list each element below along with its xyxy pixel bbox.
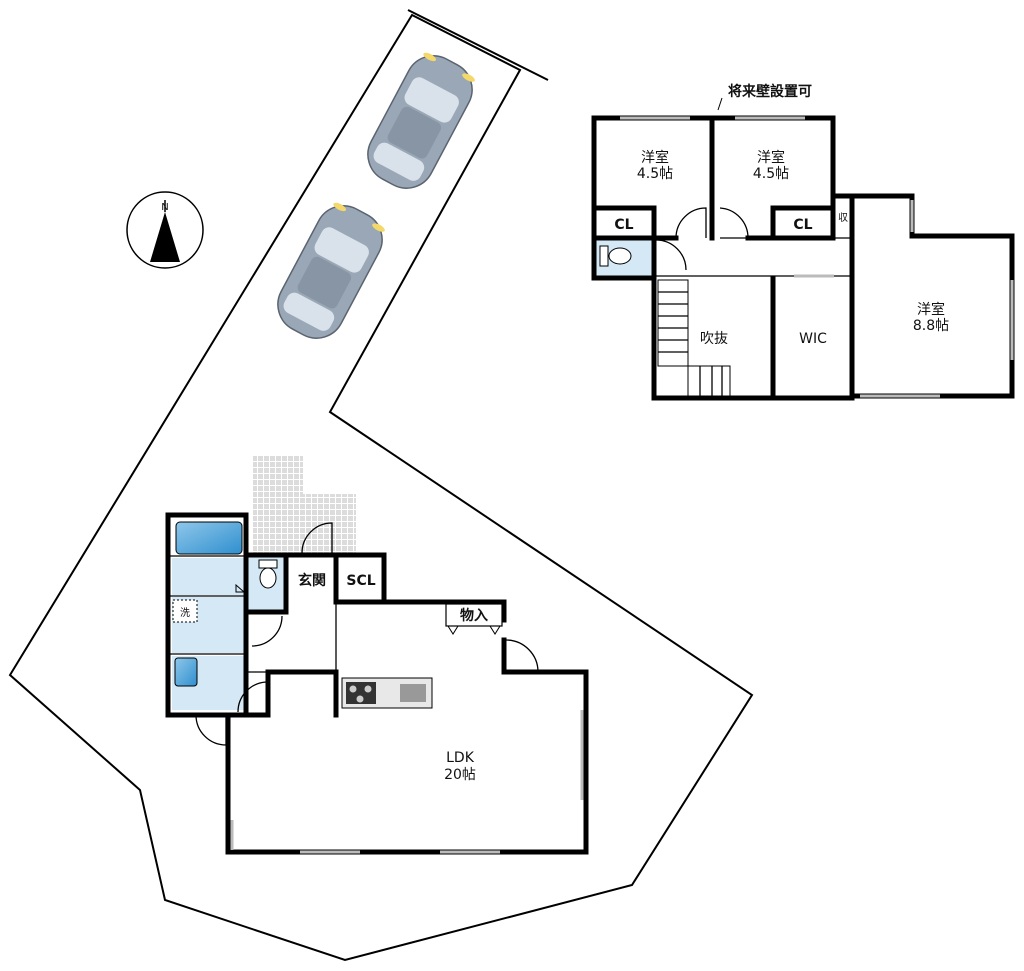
closet2-label: CL [793,217,812,233]
ldk-size: 20帖 [444,767,476,783]
upper-floor: 将来壁設置可 洋室 4.5帖 洋室 4.5帖 洋室 8.8帖 CL CL 収 吹… [591,83,1015,401]
porch-tiles [253,494,356,554]
sink-basin-icon [400,684,426,702]
car-icon [277,202,385,339]
bedroom2-name: 洋室 [757,149,785,166]
bathtub-icon [175,521,243,555]
north-label: N [161,202,168,213]
bedroom2-size: 4.5帖 [753,166,789,182]
sink-icon [174,657,198,687]
north-arrow: N [126,191,204,269]
kitchen-counter [341,677,433,709]
terrace-tiles [253,456,303,496]
bedroom1-name: 洋室 [641,149,669,166]
shoe-closet-label: SCL [346,573,375,589]
bedroom3-size: 8.8帖 [913,318,949,334]
north-arrow-icon [150,212,180,262]
future-wall-note: 将来壁設置可 [728,83,812,100]
toilet-icon [258,559,278,589]
ldk-name: LDK [446,750,475,766]
bedroom1-size: 4.5帖 [637,166,673,182]
void-label: 吹抜 [700,331,728,347]
entrance-label: 玄関 [298,572,326,589]
car-icon [367,52,475,189]
washer-label: 洗 [180,607,190,619]
toilet-icon [599,245,632,267]
ground-floor: 洗 [165,456,589,855]
storage-label: 物入 [460,607,488,624]
small-storage-label: 収 [838,212,848,224]
washer-icon [172,599,198,623]
wic-label: WIC [799,331,827,347]
site-boundary [8,9,754,962]
staircase [657,279,731,397]
bedroom3-name: 洋室 [917,301,945,318]
closet1-label: CL [614,217,633,233]
